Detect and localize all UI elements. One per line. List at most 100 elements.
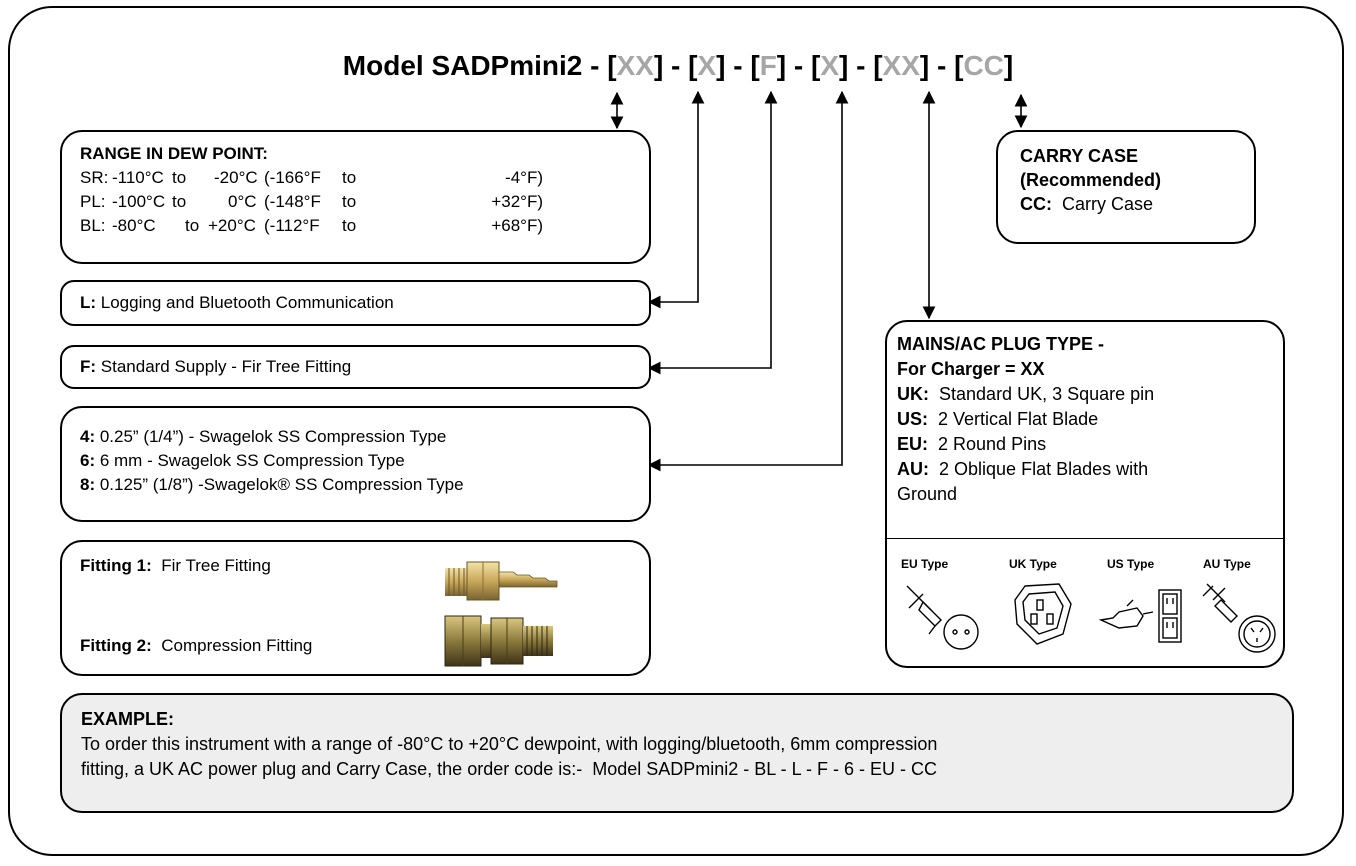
plug-code: US:: [897, 409, 928, 429]
carry-case-code: CC:: [1020, 194, 1052, 214]
range-row: PL: -100°C to 0°C (-148°F to +32°F): [80, 190, 649, 214]
eu-plug-icon: [906, 585, 979, 650]
range-to: to: [172, 168, 187, 187]
range-row: SR: -110°C to -20°C (-166°F to -4°F): [80, 166, 649, 190]
title-sep: ] - [: [653, 50, 698, 81]
range-f2: +32°F): [491, 192, 543, 211]
range-c2: -20°C: [214, 168, 258, 187]
carry-case-item: CC: Carry Case: [1020, 192, 1254, 216]
logging-code: L:: [80, 293, 97, 312]
range-to: to: [342, 168, 357, 187]
plug-subheading: For Charger = XX: [897, 359, 1045, 379]
compression-fitting-image: [444, 615, 553, 667]
arrow-logging: [647, 90, 705, 309]
plug-item: US: 2 Vertical Flat Blade: [897, 407, 1154, 432]
range-to: to: [172, 192, 187, 211]
compression-item: 8: 0.125” (1/8”) -Swagelok® SS Compressi…: [80, 473, 649, 497]
range-f1: (-166°F: [264, 168, 321, 187]
title-suffix: ]: [1003, 50, 1014, 81]
fir-tree-fitting-image: [445, 561, 558, 601]
logging-box: L: Logging and Bluetooth Communication: [60, 280, 651, 326]
fitting1-text: Fir Tree Fitting: [161, 556, 271, 575]
fitting1-label: Fitting 1:: [80, 556, 152, 575]
compression-code: 8:: [80, 475, 96, 494]
title-sep: ] - [: [776, 50, 821, 81]
plug-caption-eu: EU Type: [901, 557, 949, 571]
plug-code: UK:: [897, 384, 929, 404]
range-to: to: [342, 192, 357, 211]
code-range: XX: [616, 50, 654, 81]
plug-text: 2 Vertical Flat Blade: [938, 409, 1099, 429]
range-code: PL:: [80, 192, 106, 211]
plug-text: 2 Oblique Flat Blades with: [939, 459, 1149, 479]
plug-code: EU:: [897, 434, 928, 454]
plug-item: AU: 2 Oblique Flat Blades with: [897, 457, 1154, 482]
au-plug-icon: [1202, 583, 1276, 653]
code-logging: X: [697, 50, 717, 81]
plug-item-wrap: Ground: [897, 484, 958, 504]
range-row: BL: -80°C to +20°C (-112°F to +68°F): [80, 214, 649, 238]
fitting-text: Standard Supply - Fir Tree Fitting: [96, 357, 352, 376]
arrow-fitting: [647, 90, 778, 375]
plug-divider: [887, 538, 1283, 539]
range-to: to: [185, 216, 200, 235]
fittings-images-box: Fitting 1: Fir Tree Fitting Fitting 2: C…: [60, 540, 651, 676]
plug-text-block: MAINS/AC PLUG TYPE - For Charger = XX UK…: [897, 332, 1154, 507]
plug-type-box: MAINS/AC PLUG TYPE - For Charger = XX UK…: [885, 320, 1285, 668]
plug-text: Standard UK, 3 Square pin: [939, 384, 1155, 404]
fitting-code: F:: [80, 357, 97, 376]
arrow-compression: [647, 90, 849, 472]
range-f1: (-112°F: [264, 216, 320, 235]
range-heading: RANGE IN DEW POINT:: [80, 144, 268, 163]
code-plug: XX: [882, 50, 920, 81]
range-to: to: [342, 216, 357, 235]
plug-caption-au: AU Type: [1203, 557, 1251, 571]
compression-text: 6 mm - Swagelok SS Compression Type: [95, 451, 405, 470]
us-plug-icon: [1099, 589, 1182, 643]
plug-code: AU:: [897, 459, 929, 479]
compression-item: 4: 0.25” (1/4”) - Swagelok SS Compressio…: [80, 425, 649, 449]
range-code: SR:: [80, 168, 109, 187]
range-box: RANGE IN DEW POINT: SR: -110°C to -20°C …: [60, 130, 651, 264]
compression-item: 6: 6 mm - Swagelok SS Compression Type: [80, 449, 649, 473]
range-c1: -100°C: [112, 192, 166, 211]
carry-case-text: Carry Case: [1062, 194, 1154, 214]
fitting1-line: Fitting 1: Fir Tree Fitting: [80, 554, 271, 578]
compression-text: 0.125” (1/8”) -Swagelok® SS Compression …: [95, 475, 464, 494]
title-sep: ] - [: [839, 50, 883, 81]
example-line: To order this instrument with a range of…: [81, 734, 938, 754]
plug-heading: MAINS/AC PLUG TYPE -: [897, 334, 1105, 354]
code-case: CC: [963, 50, 1004, 81]
range-f1: (-148°F: [264, 192, 321, 211]
example-line: fitting, a UK AC power plug and Carry Ca…: [81, 759, 937, 779]
range-c1: -110°C: [112, 168, 164, 187]
fitting2-line: Fitting 2: Compression Fitting: [80, 634, 312, 658]
range-c2: +20°C: [208, 216, 256, 235]
compression-code: 4:: [80, 427, 96, 446]
title-sep: ] - [: [716, 50, 760, 81]
carry-case-subheading: (Recommended): [1020, 170, 1162, 190]
logging-text: Logging and Bluetooth Communication: [96, 293, 394, 312]
model-title: Model SADPmini2 - [XX] - [X] - [F] - [X]…: [0, 50, 1356, 82]
range-c1: -80°C: [112, 216, 156, 235]
plug-text: 2 Round Pins: [938, 434, 1047, 454]
title-sep: ] - [: [919, 50, 964, 81]
carry-case-box: CARRY CASE (Recommended) CC: Carry Case: [996, 130, 1256, 244]
plug-caption-us: US Type: [1107, 557, 1155, 571]
example-heading: EXAMPLE:: [81, 709, 175, 729]
range-code: BL:: [80, 216, 106, 235]
plug-caption-uk: UK Type: [1009, 557, 1057, 571]
fitting-box: F: Standard Supply - Fir Tree Fitting: [60, 345, 651, 389]
range-c2: 0°C: [228, 192, 257, 211]
code-compression: X: [820, 50, 840, 81]
code-fitting: F: [759, 50, 777, 81]
compression-code: 6:: [80, 451, 96, 470]
compression-box: 4: 0.25” (1/4”) - Swagelok SS Compressio…: [60, 406, 651, 522]
example-box: EXAMPLE: To order this instrument with a…: [60, 693, 1294, 813]
title-prefix: Model SADPmini2 - [: [342, 50, 617, 81]
fitting2-label: Fitting 2:: [80, 636, 152, 655]
uk-plug-icon: [1014, 583, 1072, 645]
carry-case-heading: CARRY CASE: [1020, 146, 1139, 166]
range-f2: +68°F): [491, 216, 543, 235]
